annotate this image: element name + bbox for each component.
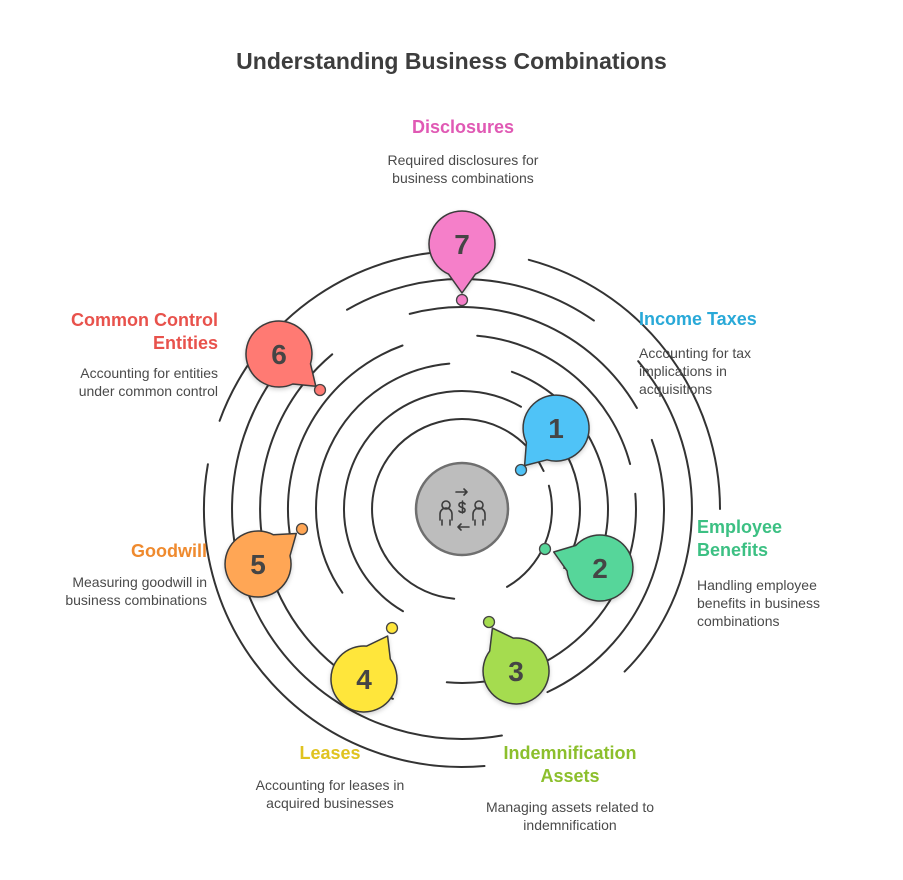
step-marker-7: 7 <box>428 210 496 294</box>
marker-number: 3 <box>508 656 524 687</box>
connector-dot-3 <box>482 615 496 629</box>
ring-arc <box>408 306 638 409</box>
marker-bubble <box>330 635 398 713</box>
ring-arc <box>506 484 553 588</box>
marker-bubble <box>552 534 634 602</box>
step-marker-3: 3 <box>482 627 550 705</box>
marker-number: 1 <box>548 413 564 444</box>
connector-dot-7 <box>455 293 469 307</box>
item-5-title: Goodwill <box>131 541 207 561</box>
connector-dots <box>295 293 552 635</box>
item-7-title: Disclosures <box>411 117 515 137</box>
page-title: Understanding Business Combinations <box>236 48 667 74</box>
marker-number: 7 <box>454 229 470 260</box>
marker-bubble <box>224 530 298 598</box>
item-4-title: Leases <box>299 743 361 763</box>
ring-arc <box>371 418 545 600</box>
ring-arc <box>218 250 472 422</box>
ring-arc <box>343 390 522 613</box>
ring-arc <box>231 376 503 740</box>
step-marker-5: 5 <box>224 530 298 598</box>
ring-arc <box>623 360 693 673</box>
step-marker-6: 6 <box>245 320 317 388</box>
connector-dot-6 <box>313 383 327 397</box>
marker-number: 4 <box>356 664 372 695</box>
step-marker-1: 1 <box>522 394 590 467</box>
people-exchange-icon <box>439 488 486 531</box>
connector-dot-4 <box>385 621 399 635</box>
marker-bubble <box>522 394 590 467</box>
ring-arc <box>203 463 486 768</box>
connector-dot-2 <box>538 542 552 556</box>
ring-arc <box>546 438 665 694</box>
step-markers: 1 2 3 4 5 6 7 <box>224 210 634 713</box>
step-marker-2: 2 <box>552 534 634 602</box>
item-1-title: Income Taxes <box>639 309 757 329</box>
ring-arc <box>527 258 721 510</box>
ring-arc <box>476 334 632 465</box>
center-hub <box>414 461 510 557</box>
connector-dot-5 <box>295 522 309 536</box>
marker-number: 2 <box>592 553 608 584</box>
ring-arc <box>510 370 609 560</box>
marker-bubble <box>245 320 317 388</box>
marker-number: 6 <box>271 339 287 370</box>
ring-arc <box>286 344 404 541</box>
marker-number: 5 <box>250 549 266 580</box>
marker-bubble <box>428 210 496 294</box>
connector-dot-1 <box>514 463 528 477</box>
step-marker-4: 4 <box>330 635 398 713</box>
ring-arc <box>315 362 451 594</box>
marker-bubble <box>482 627 550 705</box>
ring-arc <box>346 278 595 322</box>
